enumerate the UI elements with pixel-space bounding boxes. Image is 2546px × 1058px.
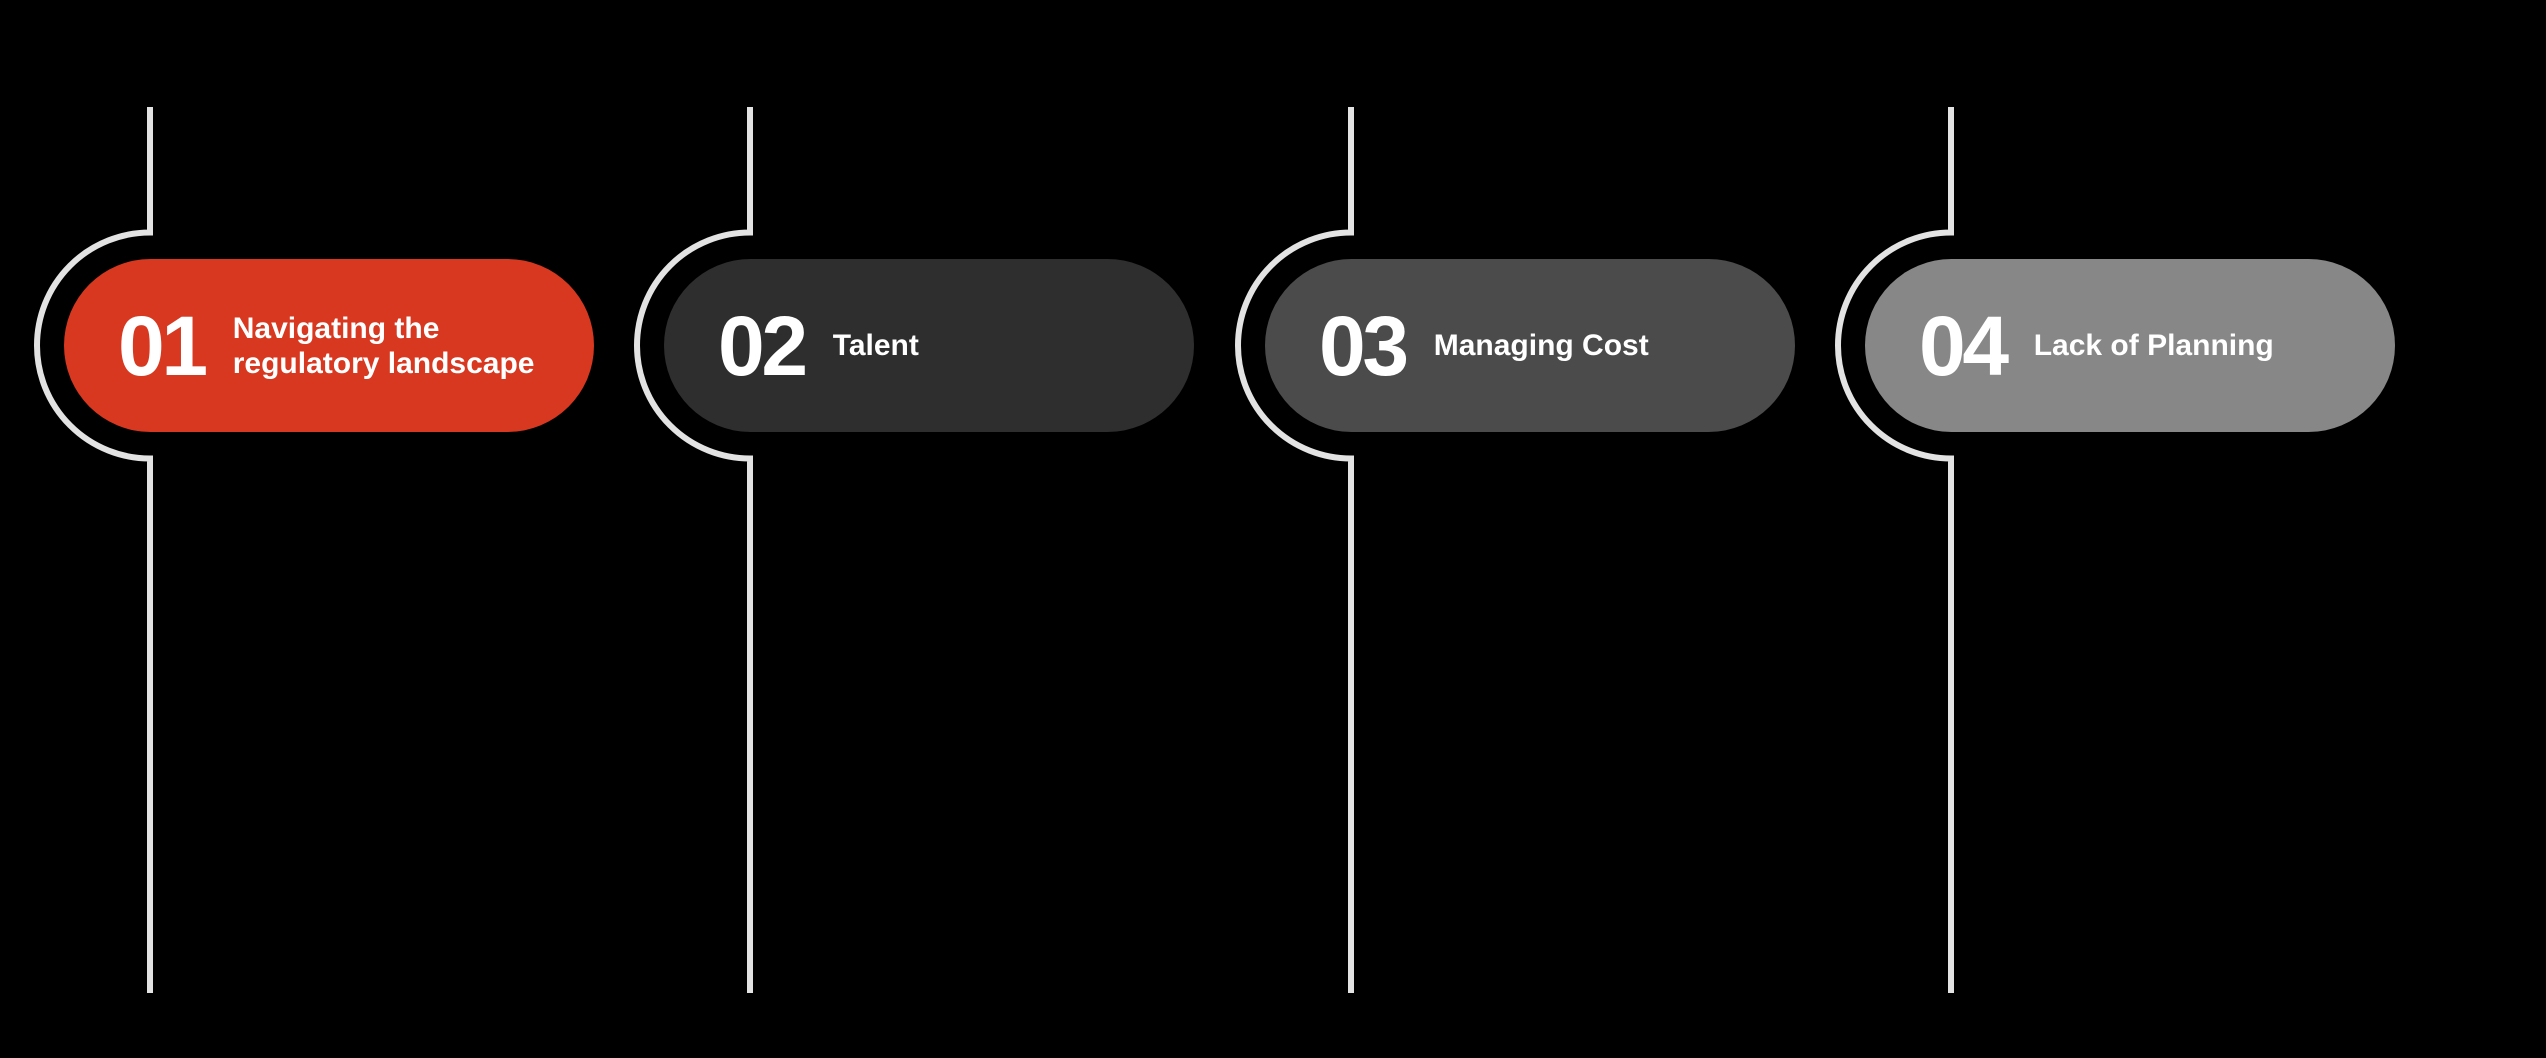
step-number-02: 02 (718, 298, 808, 393)
step-pill-02: 02 Talent (664, 259, 1194, 432)
step-number-01: 01 (118, 298, 208, 393)
step-number-04: 04 (1919, 298, 2009, 393)
step-pill-04: 04 Lack of Planning (1865, 259, 2395, 432)
connector-line-1 (34, 107, 153, 993)
connector-line-3 (1235, 107, 1354, 993)
step-number-03: 03 (1319, 298, 1409, 393)
step-label-04: Lack of Planning (2033, 329, 2274, 362)
step-label-01: Navigating the regulatory landscape (232, 311, 535, 380)
connector-line-2 (634, 107, 753, 993)
step-label-03: Managing Cost (1433, 329, 1649, 362)
step-pill-01: 01 Navigating the regulatory landscape (64, 259, 594, 432)
connector-line-4 (1835, 107, 1954, 993)
step-label-02: Talent (832, 329, 919, 362)
step-pill-03: 03 Managing Cost (1265, 259, 1795, 432)
